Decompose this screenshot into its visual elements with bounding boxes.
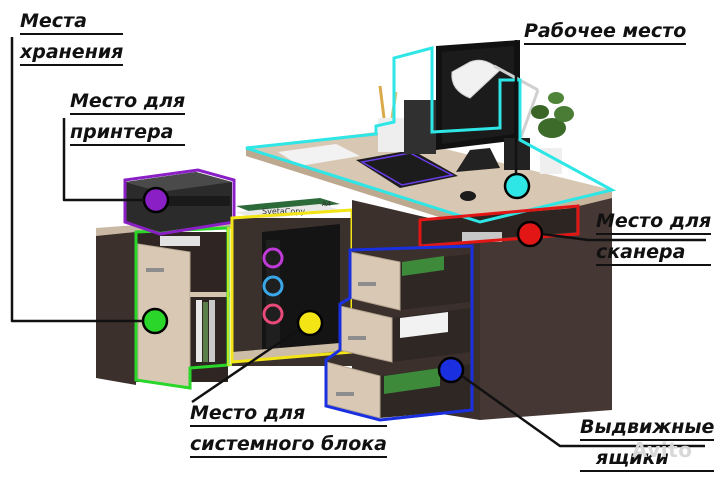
label-storage-line-2: хранения: [20, 41, 124, 66]
avito-logo-icon: Avito: [632, 438, 692, 462]
label-printer-line-1: Место для: [70, 90, 186, 115]
printer-marker: [142, 186, 170, 214]
label-printer-line-2: принтера: [70, 121, 186, 146]
book-label-a4: A4: [322, 200, 332, 208]
watermark-text: Avito: [632, 438, 693, 462]
label-workspace-line-1: Рабочее место: [524, 20, 687, 45]
workspace-outline: [245, 46, 617, 224]
drawers-marker: [437, 356, 465, 384]
label-workspace: Рабочее место: [524, 20, 687, 45]
label-scanner-line-2: сканера: [596, 241, 712, 266]
printer: [125, 172, 232, 232]
label-printer: Место для принтера: [70, 90, 186, 146]
book-label-sveta: SvetaCopy: [262, 207, 305, 216]
label-drawers: Выдвижные ящики: [580, 416, 715, 472]
label-drawers-line-2: ящики: [580, 447, 715, 472]
label-system-unit: Место для системного блока: [190, 402, 387, 458]
workspace-marker: [503, 172, 531, 200]
label-scanner-line-1: Место для: [596, 210, 712, 235]
leader-lines: [10, 37, 706, 448]
system-unit-compartment: [232, 218, 352, 366]
label-storage: Места хранения: [20, 10, 124, 66]
label-storage-line-1: Места: [20, 10, 124, 35]
storage-marker: [141, 307, 169, 335]
storage-cabinet: [96, 218, 232, 389]
drawers: [325, 251, 470, 419]
label-system-unit-line-1: Место для: [190, 402, 387, 427]
scanner-marker: [516, 220, 544, 248]
drawers-outline: [324, 244, 474, 422]
label-drawers-line-1: Выдвижные: [580, 416, 715, 441]
plant: [531, 92, 574, 174]
scanner-outline: [418, 204, 580, 248]
label-system-unit-line-2: системного блока: [190, 433, 387, 458]
label-scanner: Место для сканера: [596, 210, 712, 266]
system-unit-marker: [296, 309, 324, 337]
